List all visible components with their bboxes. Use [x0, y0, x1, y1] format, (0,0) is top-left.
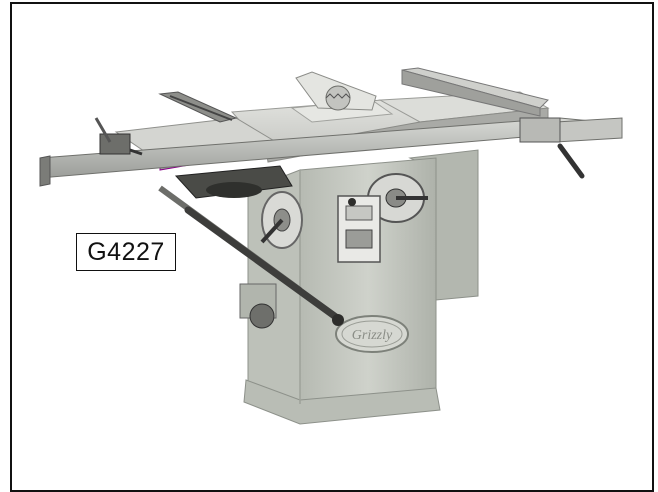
logo-text: Grizzly: [352, 328, 393, 343]
tilt-handwheel: [367, 173, 428, 223]
rip-fence: [401, 67, 549, 117]
outrigger-support: [158, 165, 344, 326]
table-saw-illustration: Grizzly: [39, 67, 623, 425]
fence-handle: [519, 117, 585, 179]
cabinet: [243, 149, 479, 425]
front-rail: [39, 117, 623, 187]
miter-clamp: [94, 117, 143, 156]
blade-guard: [295, 71, 377, 111]
height-handwheel: [260, 191, 303, 249]
lower-knob: [239, 283, 277, 329]
switch-box: [337, 195, 381, 263]
grizzly-logo: Grizzly: [335, 315, 409, 353]
model-number-label: G4227: [76, 233, 176, 271]
